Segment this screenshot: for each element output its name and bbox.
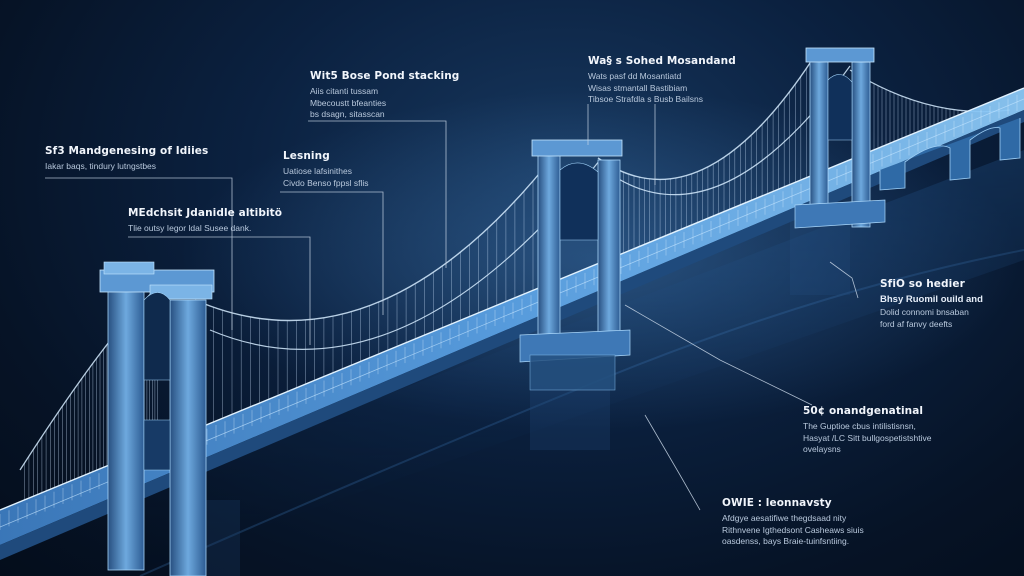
callout-6-title: SfiO so hedier [880, 278, 965, 290]
callout-2-line-1: Wats pasf dd Mosantiatd [588, 71, 682, 82]
leader-lines [45, 104, 859, 511]
callout-8-line-1: Afdgye aesatifiwe thegdsaad nity [722, 513, 847, 524]
callout-3-line-1: Iakar baqs, tindury lutngstbes [45, 161, 157, 172]
callout-2-line-3: Tibsoe Strafdla s Busb Bailsns [588, 94, 703, 105]
callout-6-line-2: Dolid connomi bnsaban [880, 307, 969, 317]
callout-4-line-2: Civdo Benso fppsl sflis [283, 177, 369, 188]
callout-6-line-1: Bhsy Ruomil ouild and [880, 294, 983, 306]
callout-7-line-1: The Guptioe cbus intilistisnsn, [803, 421, 916, 432]
callout-4-title: Lesning [283, 150, 330, 162]
callout-7-title: 50¢ onandgenatinal [803, 405, 924, 417]
callout-1-line-2: Mbecoustt bfeanties [310, 97, 387, 108]
callout-1-line-1: Aiis citanti tussam [310, 86, 379, 97]
callout-8-line-3: oasdenss, bays Braie-tuinfsntiing. [722, 536, 850, 547]
callout-4-line-1: Uatiose lafsinithes [283, 166, 352, 177]
callout-7: 50¢ onandgenatinal The Guptioe cbus inti… [803, 405, 932, 456]
callout-6: SfiO so hedier Bhsy Ruomil ouild and Dol… [880, 278, 983, 330]
tower-left [99, 261, 215, 576]
bridge-deck [0, 87, 1024, 560]
callout-8-line-2: Rithnvene Igthedsont Casheaws siuis [722, 524, 864, 535]
callout-1-title: Wit5 Bose Pond stacking [310, 70, 460, 82]
callout-8-title: OWIE : leonnavsty [722, 497, 832, 509]
tower-middle [519, 139, 631, 391]
callout-5-line-1: Tlie outsy Iegor ldal Susee dank. [128, 223, 252, 234]
tower-right [794, 47, 886, 229]
callout-7-line-2: Hasyat /LC Sitt bullgospetistshtive [803, 432, 932, 443]
approach-arches [879, 118, 1021, 191]
callout-7-line-3: ovelaysns [803, 444, 841, 455]
callout-2-title: Wa§ s Sohed Mosandand [588, 55, 736, 67]
callout-6-line-3: ford af fanvy deefts [880, 318, 953, 329]
callout-3: Sf3 Mandgenesing of Idiies Iakar baqs, t… [45, 145, 208, 173]
callout-3-title: Sf3 Mandgenesing of Idiies [45, 145, 209, 157]
callout-4: Lesning Uatiose lafsinithes Civdo Benso … [283, 150, 369, 189]
callout-8: OWIE : leonnavsty Afdgye aesatifiwe theg… [722, 497, 864, 548]
callout-1-line-3: bs dsagn, sitasscan [310, 109, 385, 120]
callout-1: Wit5 Bose Pond stacking Aiis citanti tus… [310, 70, 459, 121]
callout-2-line-2: Wisas stmantall Bastibiam [588, 82, 688, 93]
callout-5-title: MEdchsit Jdanidle altibitö [128, 207, 283, 219]
callout-5: MEdchsit Jdanidle altibitö Tlie outsy Ie… [128, 207, 282, 235]
callout-2: Wa§ s Sohed Mosandand Wats pasf dd Mosan… [588, 55, 736, 106]
